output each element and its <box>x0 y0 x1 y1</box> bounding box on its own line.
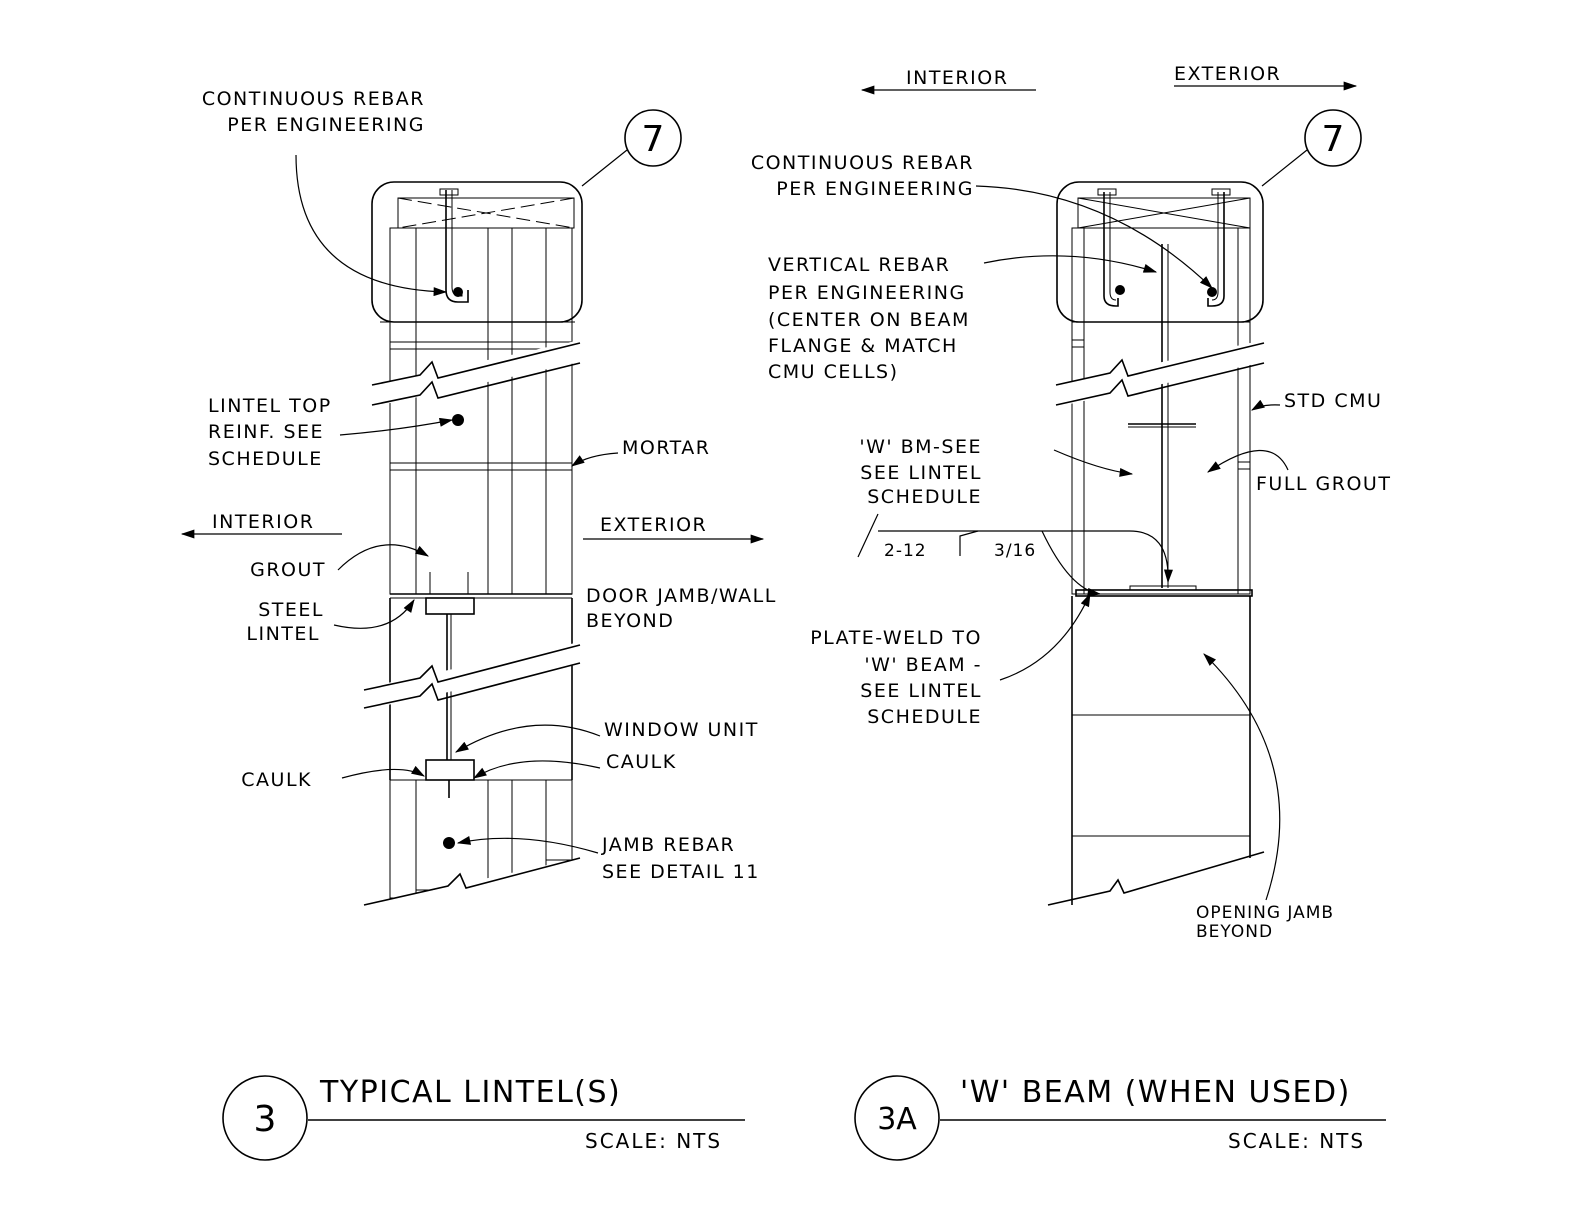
jamb-rebar-label-1: JAMB REBAR <box>601 834 735 856</box>
exterior-label: EXTERIOR <box>600 514 707 536</box>
detail-3-leaders <box>180 154 765 854</box>
steel-lintel-label-1: STEEL <box>258 599 324 621</box>
detail-3a-title: 'W' BEAM (WHEN USED) <box>960 1075 1351 1110</box>
detail-3-title: TYPICAL LINTEL(S) <box>319 1075 621 1110</box>
door-jamb-label-2: BEYOND <box>586 610 674 632</box>
weld-right-label: 3/16 <box>994 541 1036 561</box>
caulk-left-label: CAULK <box>241 769 312 791</box>
caulk-right-label: CAULK <box>606 751 677 773</box>
continuous-rebar-3a-label-1: CONTINUOUS REBAR <box>751 152 974 174</box>
detail-3a-text: 7 INTERIOR EXTERIOR CONTINUOUS REBAR PER… <box>751 63 1391 942</box>
door-jamb-label-1: DOOR JAMB/WALL <box>586 585 777 607</box>
vertical-rebar-label-3: (CENTER ON BEAM <box>768 309 970 331</box>
plate-weld-label-3: SEE LINTEL <box>860 680 982 702</box>
detail-3a-bubble-label: 3A <box>877 1102 917 1137</box>
vertical-rebar-label-4: FLANGE & MATCH <box>768 335 958 357</box>
detail-3-section-bubble-label: 7 <box>642 119 665 160</box>
detail-3-drawing <box>363 109 682 920</box>
detail-3a-section-bubble-label: 7 <box>1322 119 1345 160</box>
detail-3a-scale: SCALE: NTS <box>1228 1129 1365 1153</box>
plate-weld-label-2: 'W' BEAM - <box>864 654 982 676</box>
w-bm-label-3: SCHEDULE <box>867 486 982 508</box>
continuous-rebar-label-2: PER ENGINEERING <box>227 114 425 136</box>
detail-3-title-block: 3 TYPICAL LINTEL(S) SCALE: NTS <box>222 1075 745 1161</box>
full-grout-label: FULL GROUT <box>1256 473 1391 495</box>
exterior-label-3a: EXTERIOR <box>1174 63 1281 85</box>
w-bm-label-1: 'W' BM-SEE <box>859 436 982 458</box>
std-cmu-label: STD CMU <box>1284 390 1382 412</box>
vertical-rebar-label-1: VERTICAL REBAR <box>768 254 950 276</box>
detail-3a-drawing <box>1047 109 1362 906</box>
detail-3-text: 7 CONTINUOUS REBAR PER ENGINEERING LINTE… <box>202 88 777 883</box>
lintel-top-label-3: SCHEDULE <box>208 448 323 470</box>
vertical-rebar-label-2: PER ENGINEERING <box>768 282 966 304</box>
detail-3a-leaders <box>857 81 1358 901</box>
grout-label: GROUT <box>250 559 326 581</box>
mortar-label: MORTAR <box>622 437 711 459</box>
window-unit-label: WINDOW UNIT <box>604 719 759 741</box>
w-bm-label-2: SEE LINTEL <box>860 462 982 484</box>
detail-3-scale: SCALE: NTS <box>585 1129 722 1153</box>
lintel-top-label-1: LINTEL TOP <box>208 395 332 417</box>
continuous-rebar-3a-label-2: PER ENGINEERING <box>776 178 974 200</box>
interior-label: INTERIOR <box>212 511 314 533</box>
opening-jamb-label-1: OPENING JAMB <box>1196 903 1334 923</box>
detail-3a-title-block: 3A 'W' BEAM (WHEN USED) SCALE: NTS <box>854 1075 1386 1161</box>
opening-jamb-label-2: BEYOND <box>1196 922 1273 942</box>
continuous-rebar-label-1: CONTINUOUS REBAR <box>202 88 425 110</box>
vertical-rebar-label-5: CMU CELLS) <box>768 361 899 383</box>
detail-3-bubble-label: 3 <box>254 1099 277 1140</box>
plate-weld-label-4: SCHEDULE <box>867 706 982 728</box>
steel-lintel-label-2: LINTEL <box>246 623 320 645</box>
plate-weld-label-1: PLATE-WELD TO <box>810 627 982 649</box>
jamb-rebar-label-2: SEE DETAIL 11 <box>602 861 760 883</box>
lintel-top-label-2: REINF. SEE <box>208 421 324 443</box>
interior-label-3a: INTERIOR <box>906 67 1008 89</box>
weld-left-label: 2-12 <box>884 541 927 561</box>
